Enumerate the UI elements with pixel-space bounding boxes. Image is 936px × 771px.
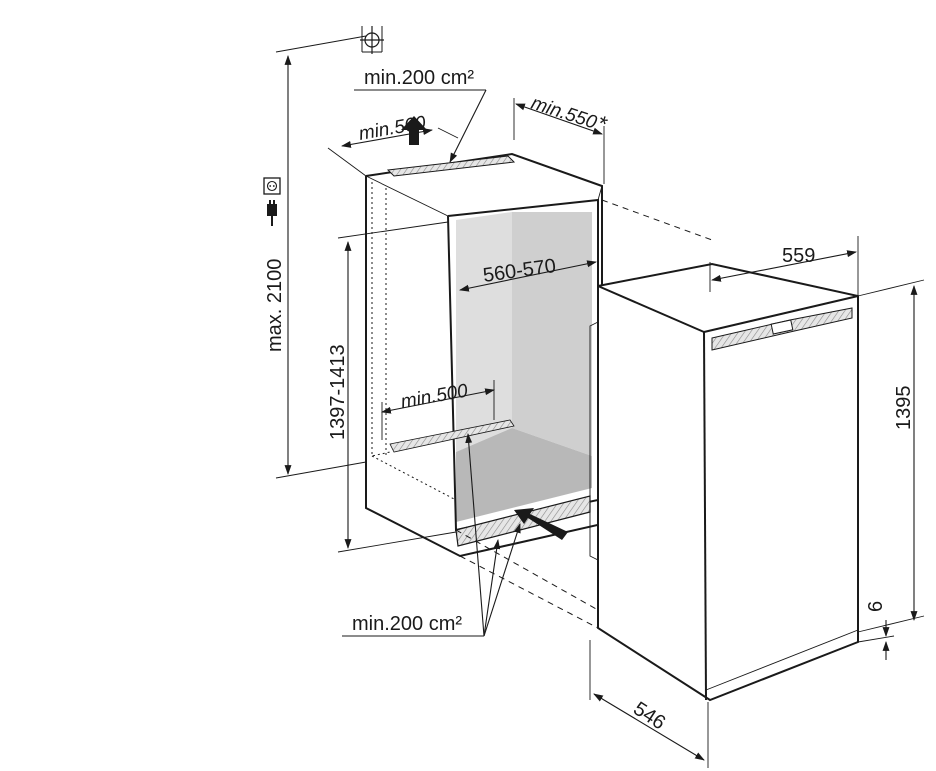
- appliance-height-label: 1395: [893, 386, 915, 431]
- plinth-gap-label: 6: [865, 601, 887, 612]
- top-vent-grille: [386, 155, 516, 177]
- appliance-depth-label: 546: [629, 698, 669, 735]
- niche-depth-dimension: [513, 98, 605, 184]
- inner-floor-vent: [389, 419, 515, 453]
- top-vent-label: min.200 cm²: [364, 67, 474, 89]
- niche-height-dimension: [337, 221, 457, 553]
- bottom-vent-label: min.200 cm²: [352, 613, 462, 635]
- power-plug-icon: [267, 200, 277, 226]
- ventilation-symbol-icon: [360, 26, 384, 54]
- construction-lines: [455, 199, 713, 629]
- bottom-depth-dimension: [381, 380, 495, 440]
- niche-width-dimension: [459, 260, 597, 292]
- bottom-vent-leader: [342, 433, 521, 637]
- cabinet-niche: [365, 152, 603, 558]
- plinth-gap-dimension: [857, 620, 895, 660]
- max-height-dimension: [275, 35, 367, 479]
- niche-depth-label: min.550*: [528, 89, 610, 137]
- airflow-arrow-icon: [514, 508, 568, 540]
- niche-floor: [456, 428, 592, 522]
- niche-back-wall: [512, 212, 592, 456]
- top-depth-dimension: [327, 127, 459, 177]
- max-height-label: max. 2100: [264, 259, 286, 352]
- power-socket-icon: [263, 177, 281, 195]
- niche-side-wall: [456, 212, 512, 452]
- top-vent-leader: [354, 89, 487, 163]
- appliance-width-dimension: [709, 236, 859, 296]
- niche-height-label: 1397-1413: [327, 344, 349, 440]
- appliance-width-label: 559: [782, 245, 815, 267]
- appliance-depth-dimension: [589, 640, 709, 768]
- appliance: [589, 262, 859, 702]
- appliance-height-dimension: [857, 279, 925, 633]
